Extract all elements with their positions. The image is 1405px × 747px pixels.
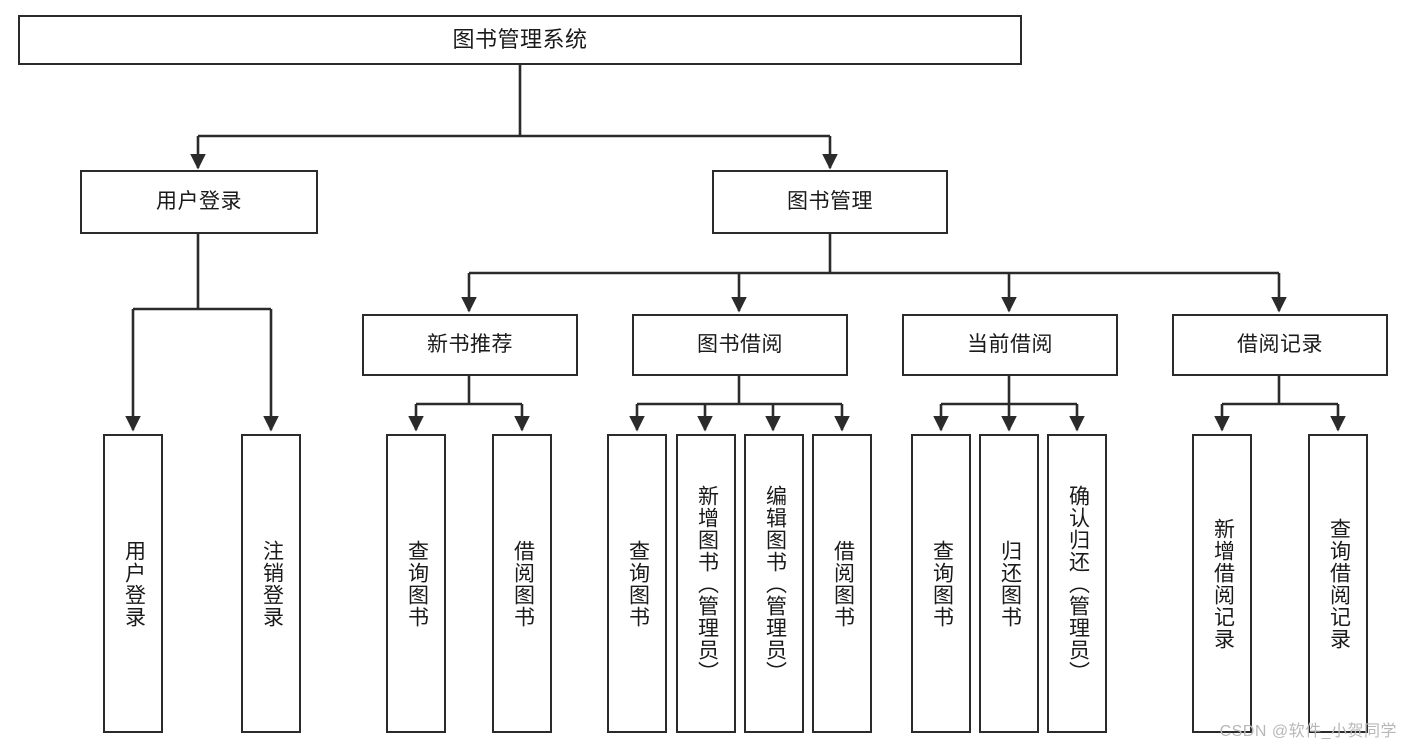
node-new-book-recommend[interactable]: 新书推荐 bbox=[362, 314, 578, 376]
node-leaf-query-book-3[interactable]: 查询图书 bbox=[911, 434, 971, 733]
node-leaf-edit-book[interactable]: 编辑图书（管理员） bbox=[744, 434, 804, 733]
node-current-borrow[interactable]: 当前借阅 bbox=[902, 314, 1118, 376]
node-leaf-borrow-book-2-label: 借阅图书 bbox=[831, 539, 855, 628]
node-leaf-return-book-label: 归还图书 bbox=[998, 539, 1022, 628]
node-leaf-user-login[interactable]: 用户登录 bbox=[103, 434, 163, 733]
node-user-login[interactable]: 用户登录 bbox=[80, 170, 318, 234]
node-leaf-query-book-3-label: 查询图书 bbox=[930, 539, 954, 628]
node-user-login-label: 用户登录 bbox=[156, 190, 242, 214]
node-borrow-record[interactable]: 借阅记录 bbox=[1172, 314, 1388, 376]
csdn-watermark: CSDN @软件_小贺同学 bbox=[1219, 723, 1397, 740]
node-leaf-add-record[interactable]: 新增借阅记录 bbox=[1192, 434, 1252, 733]
node-leaf-edit-book-label: 编辑图书（管理员） bbox=[763, 484, 787, 683]
node-leaf-borrow-book-1-label: 借阅图书 bbox=[511, 539, 535, 628]
node-new-book-recommend-label: 新书推荐 bbox=[427, 333, 513, 357]
node-leaf-confirm-return[interactable]: 确认归还（管理员） bbox=[1047, 434, 1107, 733]
node-root-label: 图书管理系统 bbox=[452, 26, 588, 52]
node-book-borrow[interactable]: 图书借阅 bbox=[632, 314, 848, 376]
node-leaf-borrow-book-1[interactable]: 借阅图书 bbox=[492, 434, 552, 733]
node-borrow-record-label: 借阅记录 bbox=[1237, 333, 1323, 357]
node-leaf-query-record-label: 查询借阅记录 bbox=[1327, 517, 1351, 650]
node-leaf-query-record[interactable]: 查询借阅记录 bbox=[1308, 434, 1368, 733]
node-root[interactable]: 图书管理系统 bbox=[18, 15, 1022, 65]
node-leaf-query-book-1[interactable]: 查询图书 bbox=[386, 434, 446, 733]
node-leaf-confirm-return-label: 确认归还（管理员） bbox=[1066, 484, 1090, 683]
node-leaf-return-book[interactable]: 归还图书 bbox=[979, 434, 1039, 733]
node-leaf-add-book[interactable]: 新增图书（管理员） bbox=[676, 434, 736, 733]
node-leaf-logout-login[interactable]: 注销登录 bbox=[241, 434, 301, 733]
node-leaf-query-book-1-label: 查询图书 bbox=[405, 539, 429, 628]
node-leaf-add-record-label: 新增借阅记录 bbox=[1211, 517, 1235, 650]
node-book-manage[interactable]: 图书管理 bbox=[712, 170, 948, 234]
node-leaf-query-book-2[interactable]: 查询图书 bbox=[607, 434, 667, 733]
node-leaf-add-book-label: 新增图书（管理员） bbox=[695, 484, 719, 683]
node-leaf-logout-login-label: 注销登录 bbox=[260, 539, 284, 628]
node-book-borrow-label: 图书借阅 bbox=[697, 333, 783, 357]
node-leaf-user-login-label: 用户登录 bbox=[122, 539, 146, 628]
node-current-borrow-label: 当前借阅 bbox=[967, 333, 1053, 357]
node-leaf-query-book-2-label: 查询图书 bbox=[626, 539, 650, 628]
node-leaf-borrow-book-2[interactable]: 借阅图书 bbox=[812, 434, 872, 733]
node-book-manage-label: 图书管理 bbox=[787, 190, 873, 214]
